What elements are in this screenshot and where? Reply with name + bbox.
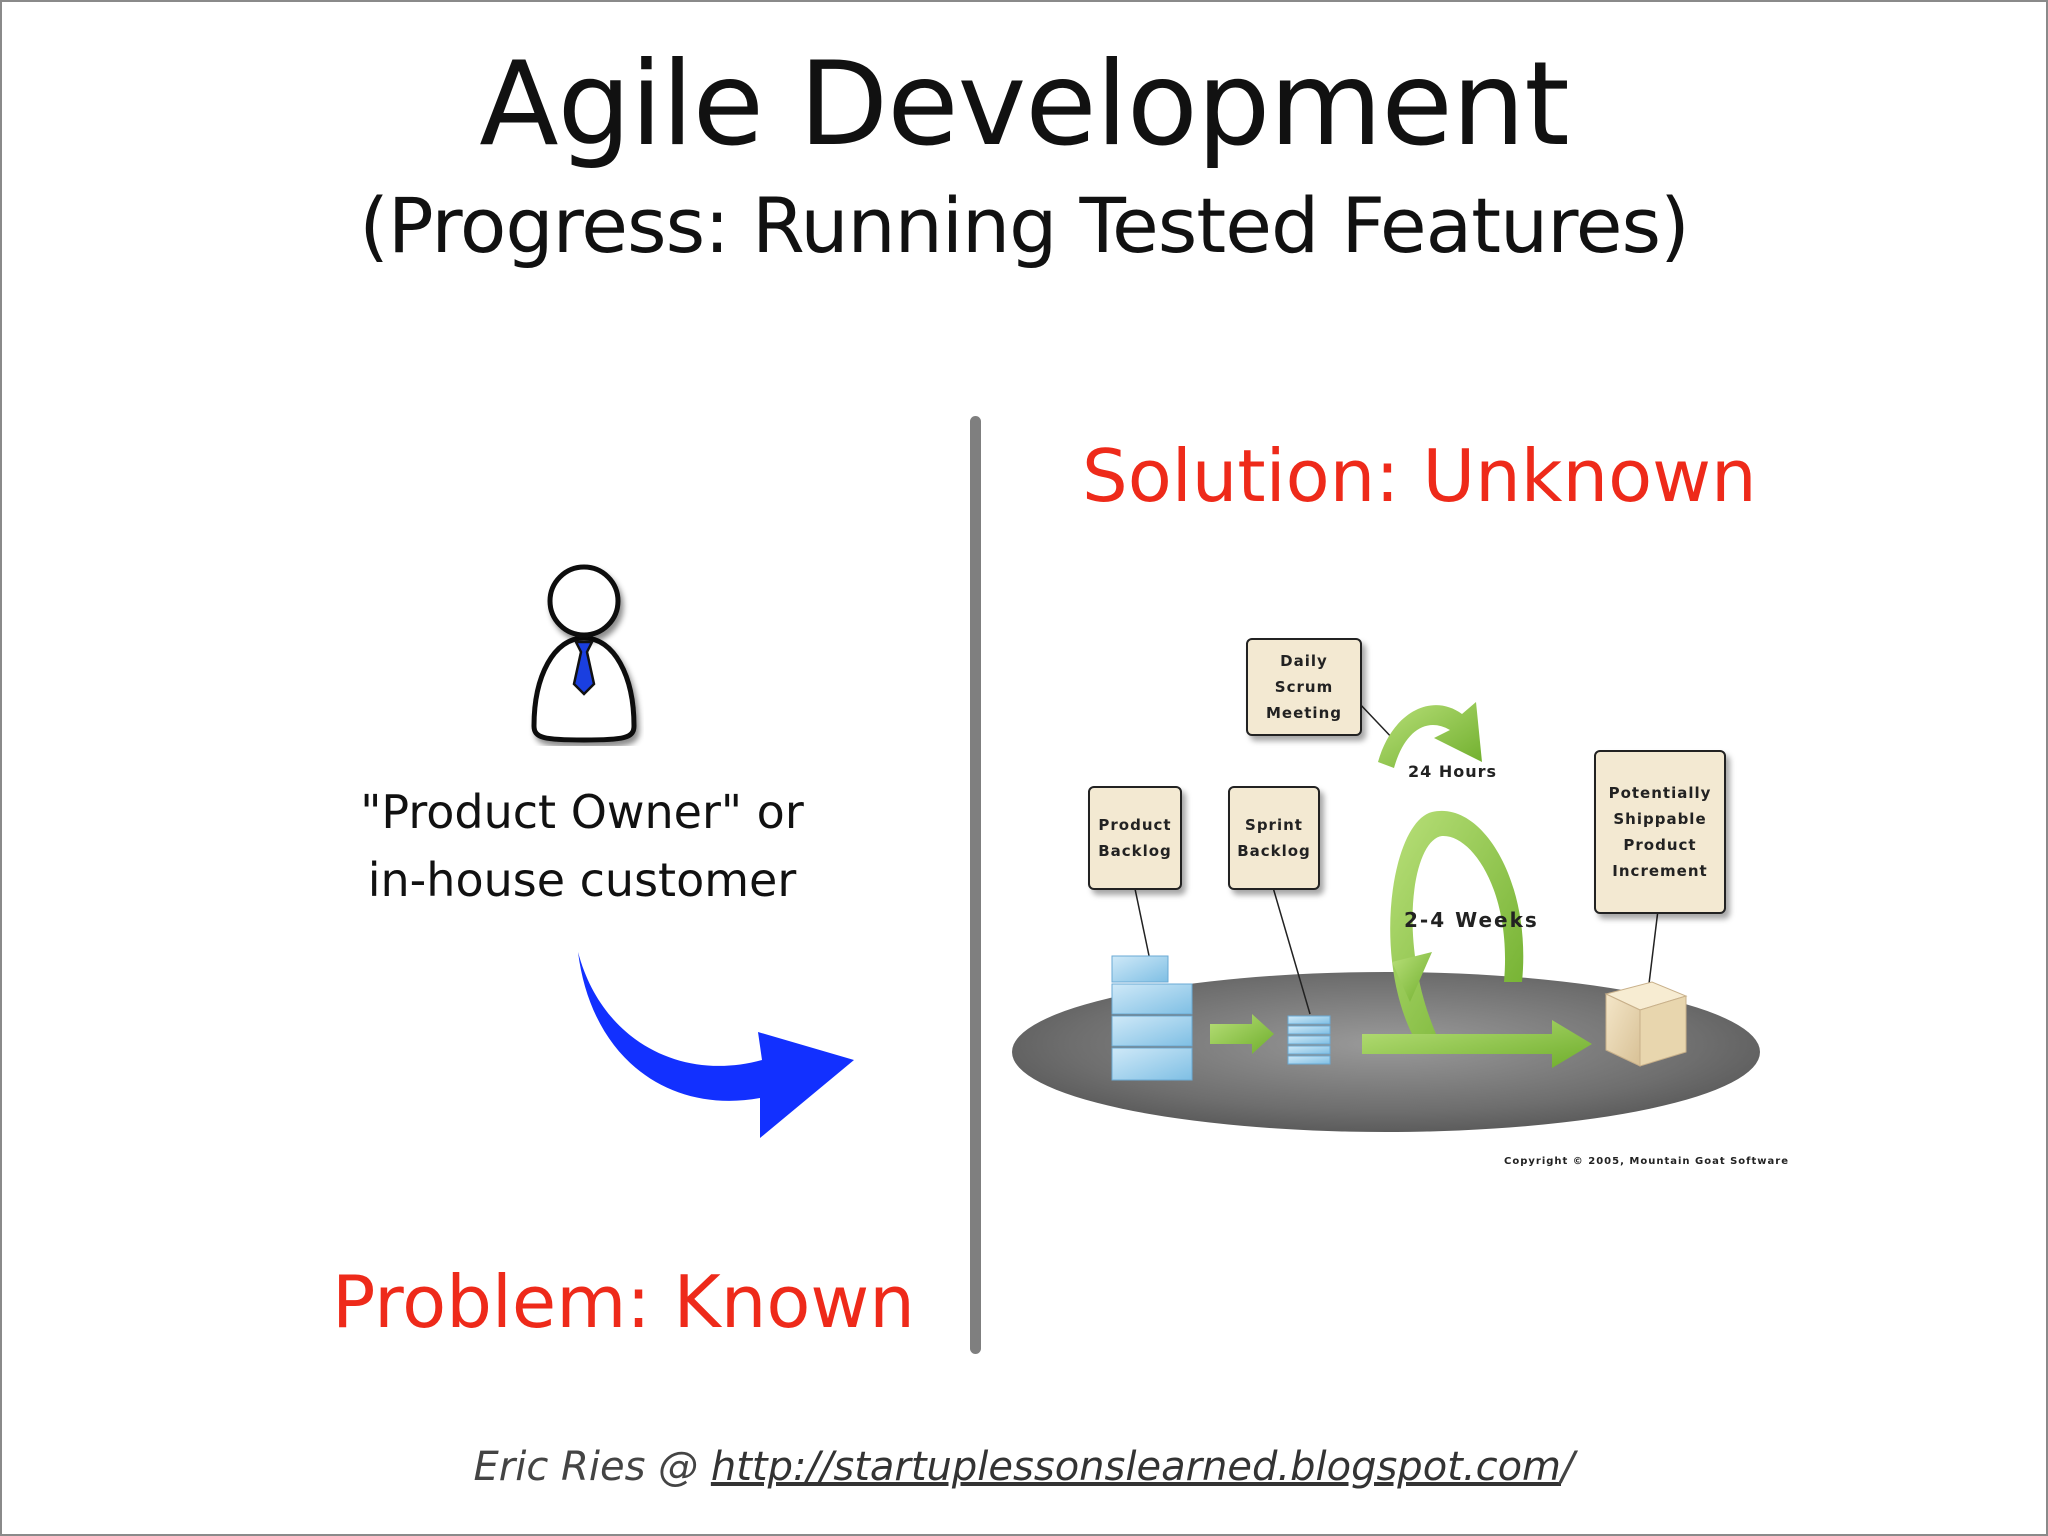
shippable-increment-box xyxy=(1604,981,1688,1067)
footer-author: Eric Ries @ xyxy=(473,1444,711,1490)
product-line-2: Backlog xyxy=(1098,842,1172,860)
small-green-arrow xyxy=(1210,1014,1274,1054)
shippable-increment-label: Potentially Shippable Product Increment xyxy=(1594,750,1726,914)
footer: Eric Ries @ http://startuplessonslearned… xyxy=(2,1444,2046,1490)
sprint-loop xyxy=(1362,702,1592,1068)
sprint-backlog-stack xyxy=(1287,1015,1331,1065)
scrum-graphic xyxy=(1012,701,1760,1132)
copyright-text: Copyright © 2005, Mountain Goat Software xyxy=(1504,1156,1789,1167)
person-icon xyxy=(531,564,637,743)
owner-line-2: in-house customer xyxy=(367,853,797,907)
problem-label: Problem: Known xyxy=(332,1260,915,1344)
footer-url-link[interactable]: http://startuplessonslearned.blogspot.co… xyxy=(710,1444,1561,1490)
daily-line-1: Daily Scrum xyxy=(1274,652,1334,696)
daily-line-2: Meeting xyxy=(1265,704,1342,722)
sprint-line-2: Backlog xyxy=(1237,842,1311,860)
sprint-line-1: Sprint xyxy=(1245,816,1303,834)
slide-subtitle: (Progress: Running Tested Features) xyxy=(359,181,1690,270)
curved-arrow-icon xyxy=(578,952,854,1138)
product-backlog-label: Product Backlog xyxy=(1088,786,1182,890)
ship-line-2: Shippable xyxy=(1613,810,1707,828)
slide-title: Agile Development xyxy=(479,37,1570,172)
product-line-1: Product xyxy=(1098,816,1172,834)
footer-suffix: / xyxy=(1561,1444,1575,1490)
ship-line-4: Increment xyxy=(1612,862,1708,880)
solution-label: Solution: Unknown xyxy=(1082,434,1757,518)
weeks-label: 2-4 Weeks xyxy=(1404,908,1539,932)
ship-line-3: Product xyxy=(1623,836,1697,854)
product-owner-label: "Product Owner" or in-house customer xyxy=(302,778,862,914)
scrum-diagram: Daily Scrum Meeting Product Backlog Spri… xyxy=(1012,622,1788,1182)
vertical-divider xyxy=(970,416,981,1354)
ship-line-1: Potentially xyxy=(1608,784,1712,802)
daily-scrum-label: Daily Scrum Meeting xyxy=(1246,638,1362,736)
hours-label: 24 Hours xyxy=(1408,762,1498,781)
sprint-backlog-label: Sprint Backlog xyxy=(1228,786,1320,890)
owner-line-1: "Product Owner" or xyxy=(360,785,804,839)
product-backlog-stack xyxy=(1111,955,1193,1081)
